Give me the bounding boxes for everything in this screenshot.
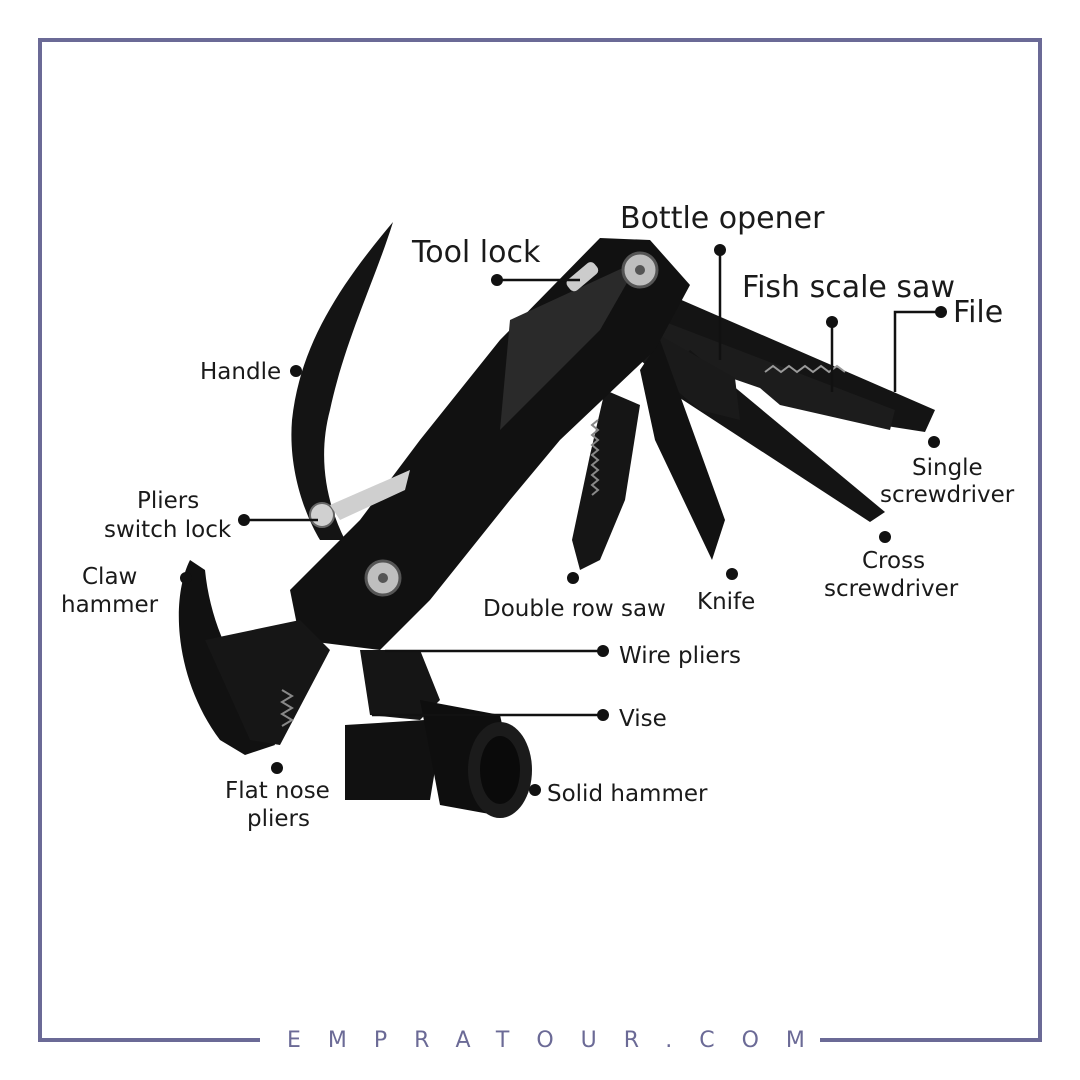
label-file: File (953, 295, 1003, 330)
label-knife: Knife (697, 589, 755, 615)
fish-scale-saw-shape (650, 320, 895, 430)
knife-shape (640, 340, 725, 560)
multitool-illustration (178, 222, 935, 818)
flat-nose-pliers-shape (345, 720, 440, 800)
label-fish-scale-saw: Fish scale saw (742, 270, 955, 305)
double-row-saw-teeth (590, 419, 600, 496)
label-tool-lock: Tool lock (411, 235, 541, 270)
bottle-opener-shape (640, 330, 740, 420)
label-wire-pliers: Wire pliers (619, 643, 741, 669)
label-handle: Handle (200, 359, 281, 385)
pliers-lock-pin (309, 502, 335, 528)
claw-hammer-jaw (205, 620, 330, 745)
label-claw-hammer-line1: Claw (82, 564, 137, 590)
callout-labels: Bottle opener Tool lock Fish scale saw F… (61, 201, 1015, 832)
handle-shape (291, 222, 393, 540)
label-flat-nose-pliers-line2: pliers (247, 806, 310, 832)
label-single-screwdriver-line1: Single (912, 455, 983, 481)
label-single-screwdriver-line2: screwdriver (880, 482, 1015, 508)
label-cross-screwdriver-line2: screwdriver (824, 576, 959, 602)
label-solid-hammer: Solid hammer (547, 781, 708, 807)
footer-site-name: EMPRATOUR.COM (260, 1023, 820, 1059)
tool-body (290, 238, 690, 650)
leader-lines (244, 250, 940, 717)
leader-dots (180, 244, 947, 796)
tool-lock-slider (566, 262, 599, 292)
double-row-saw-shape (572, 390, 640, 570)
label-bottle-opener: Bottle opener (620, 201, 825, 236)
label-double-row-saw: Double row saw (483, 596, 666, 622)
label-pliers-switch-lock-line1: Pliers (137, 488, 199, 514)
label-flat-nose-pliers-line1: Flat nose (225, 778, 330, 804)
file-shape (660, 295, 935, 432)
wire-pliers-shape (360, 650, 440, 720)
label-claw-hammer-line2: hammer (61, 592, 159, 618)
label-pliers-switch-lock-line2: switch lock (104, 517, 232, 543)
claw-teeth (280, 689, 294, 727)
label-vise: Vise (619, 706, 667, 732)
label-cross-screwdriver-line1: Cross (862, 548, 925, 574)
body-highlight (500, 260, 640, 430)
